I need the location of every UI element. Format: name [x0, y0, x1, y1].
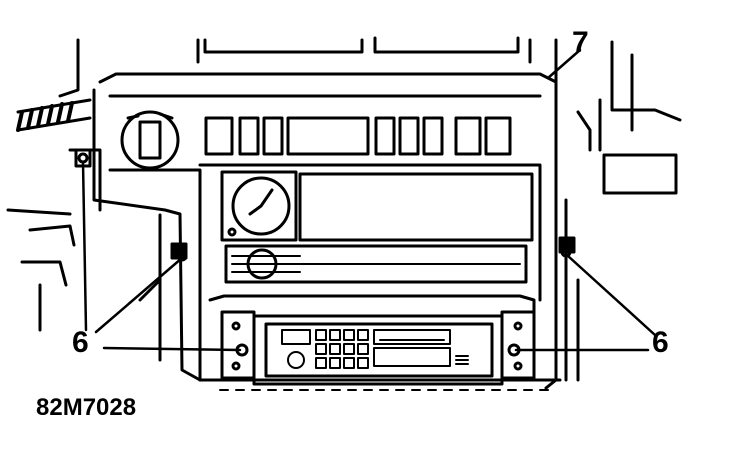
- centre-vent: [224, 244, 528, 284]
- radio-face: [281, 329, 469, 369]
- fixing-screws: [74, 148, 576, 262]
- clock: [220, 170, 298, 242]
- callout-label-panel: 7: [572, 26, 589, 59]
- figure-reference: 82M7028: [36, 394, 137, 421]
- upper-vents: [196, 36, 532, 64]
- display-window: [298, 172, 534, 242]
- callout-label-fixing-right: 6: [652, 326, 669, 359]
- leader-lines: [81, 48, 657, 352]
- callout-label-fixing-left: 6: [72, 326, 89, 359]
- lower-trim: [198, 378, 562, 391]
- radio-housing: [208, 294, 536, 386]
